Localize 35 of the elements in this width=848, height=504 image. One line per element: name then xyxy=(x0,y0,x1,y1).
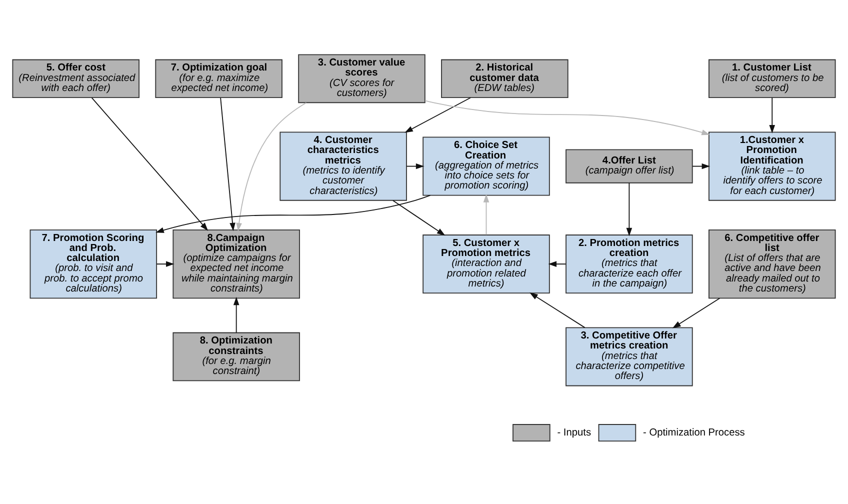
arrow xyxy=(236,102,307,231)
node-box: 6. Choice Set Creation (aggregation of metrics into choice sets for promotion scoring) xyxy=(422,136,550,196)
node-box: 2. Promotion metrics creation (metrics that characterize each offer in the campaign) xyxy=(566,234,693,294)
arrow xyxy=(404,96,471,132)
arrow xyxy=(220,96,236,231)
legend-label: - Inputs xyxy=(557,426,592,438)
node-box: 7. Promotion Scoring and Prob. calculation (prob. to visit and prob. to accept promo calculations) xyxy=(30,228,158,298)
node-box: 4.Offer List (campaign offer list) xyxy=(566,148,693,183)
arrow xyxy=(530,292,586,328)
arrow xyxy=(483,194,490,235)
node-box: 1.Customer x Promotion Identification (link table – to identify offers to score for each customer) xyxy=(708,131,836,200)
node-box: 6. Competitive offer list (List of offers that are active and have been already mailed out to the customers) xyxy=(708,228,836,298)
node-box: 1. Customer List (list of customers to be scored) xyxy=(708,58,836,98)
arrow xyxy=(626,182,632,236)
arrow xyxy=(233,296,240,333)
node-box: 5. Customer x Promotion metrics (interaction and promotion related metrics) xyxy=(422,234,550,294)
arrow xyxy=(406,162,424,169)
node-box: 5. Offer cost (Reinvestment associated with each offer) xyxy=(12,58,140,98)
legend-label: - Optimization Process xyxy=(643,426,745,438)
node-box: 3. Competitive Offer metrics creation (metrics that characterize competitive offers) xyxy=(566,326,693,386)
node-box: 4. Customer characteristics metrics (metrics to identify customer characteristics) xyxy=(280,131,407,200)
arrow xyxy=(548,260,566,266)
arrow xyxy=(672,297,720,328)
arrow xyxy=(692,162,710,169)
arrow xyxy=(392,200,446,236)
node-box: 3. Customer value scores (CV scores for customers) xyxy=(298,54,426,103)
node-box: 2. Historical customer data (EDW tables) xyxy=(441,58,568,98)
arrow xyxy=(156,260,174,266)
node-box: 7. Optimization goal (for e.g. maximize expected net income) xyxy=(155,58,282,98)
arrow xyxy=(156,194,431,232)
node-box: 8. Optimization constraints (for e.g. margin constraint) xyxy=(172,332,300,381)
arrow xyxy=(424,100,710,135)
node-box: 8.Campaign Optimization (optimize campaigns for expected net income while maintaining margin constraints) xyxy=(172,228,300,298)
arrow xyxy=(91,96,208,230)
arrow xyxy=(769,96,776,133)
